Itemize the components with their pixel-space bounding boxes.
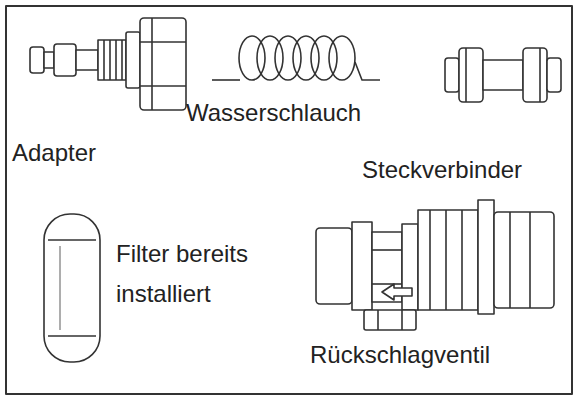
adapter-drawing: [30, 18, 186, 110]
union-connector-drawing: [445, 48, 561, 102]
part-label: Steckverbinder: [362, 155, 522, 185]
part-label: Rückschlagventil: [310, 340, 490, 370]
hose-coil-drawing: [212, 36, 380, 80]
frame: [6, 6, 572, 394]
part-label: Adapter: [12, 138, 96, 168]
filter-drawing: [44, 214, 100, 362]
check-valve-drawing: [316, 200, 554, 330]
part-label: Filter bereits installiert: [116, 234, 296, 314]
part-label: Wasserschlauch: [186, 98, 361, 128]
